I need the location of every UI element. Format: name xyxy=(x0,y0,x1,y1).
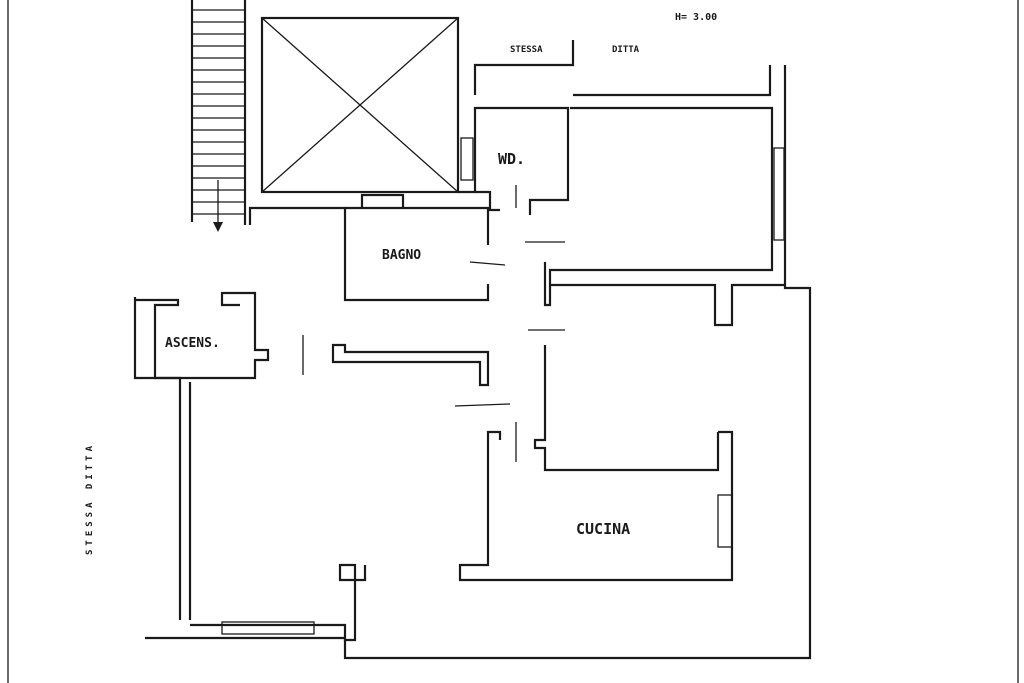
side-label: STESSA DITTA xyxy=(85,442,95,555)
height-note: H= 3.00 xyxy=(675,12,717,23)
label-ditta: DITTA xyxy=(612,45,640,55)
shaft-void xyxy=(260,16,460,194)
staircase xyxy=(190,0,247,232)
room-label-cucina: CUCINA xyxy=(576,520,630,538)
window xyxy=(460,137,474,181)
room-label-wc: WD. xyxy=(498,150,525,168)
window xyxy=(717,494,733,548)
room-label-ascens: ASCENS. xyxy=(165,336,220,351)
room-label-bagno: BAGNO xyxy=(382,248,421,263)
arrow-down-icon xyxy=(213,222,223,232)
label-stessa: STESSA xyxy=(510,45,543,55)
window xyxy=(773,147,785,241)
window xyxy=(221,621,315,635)
walls xyxy=(133,40,812,660)
